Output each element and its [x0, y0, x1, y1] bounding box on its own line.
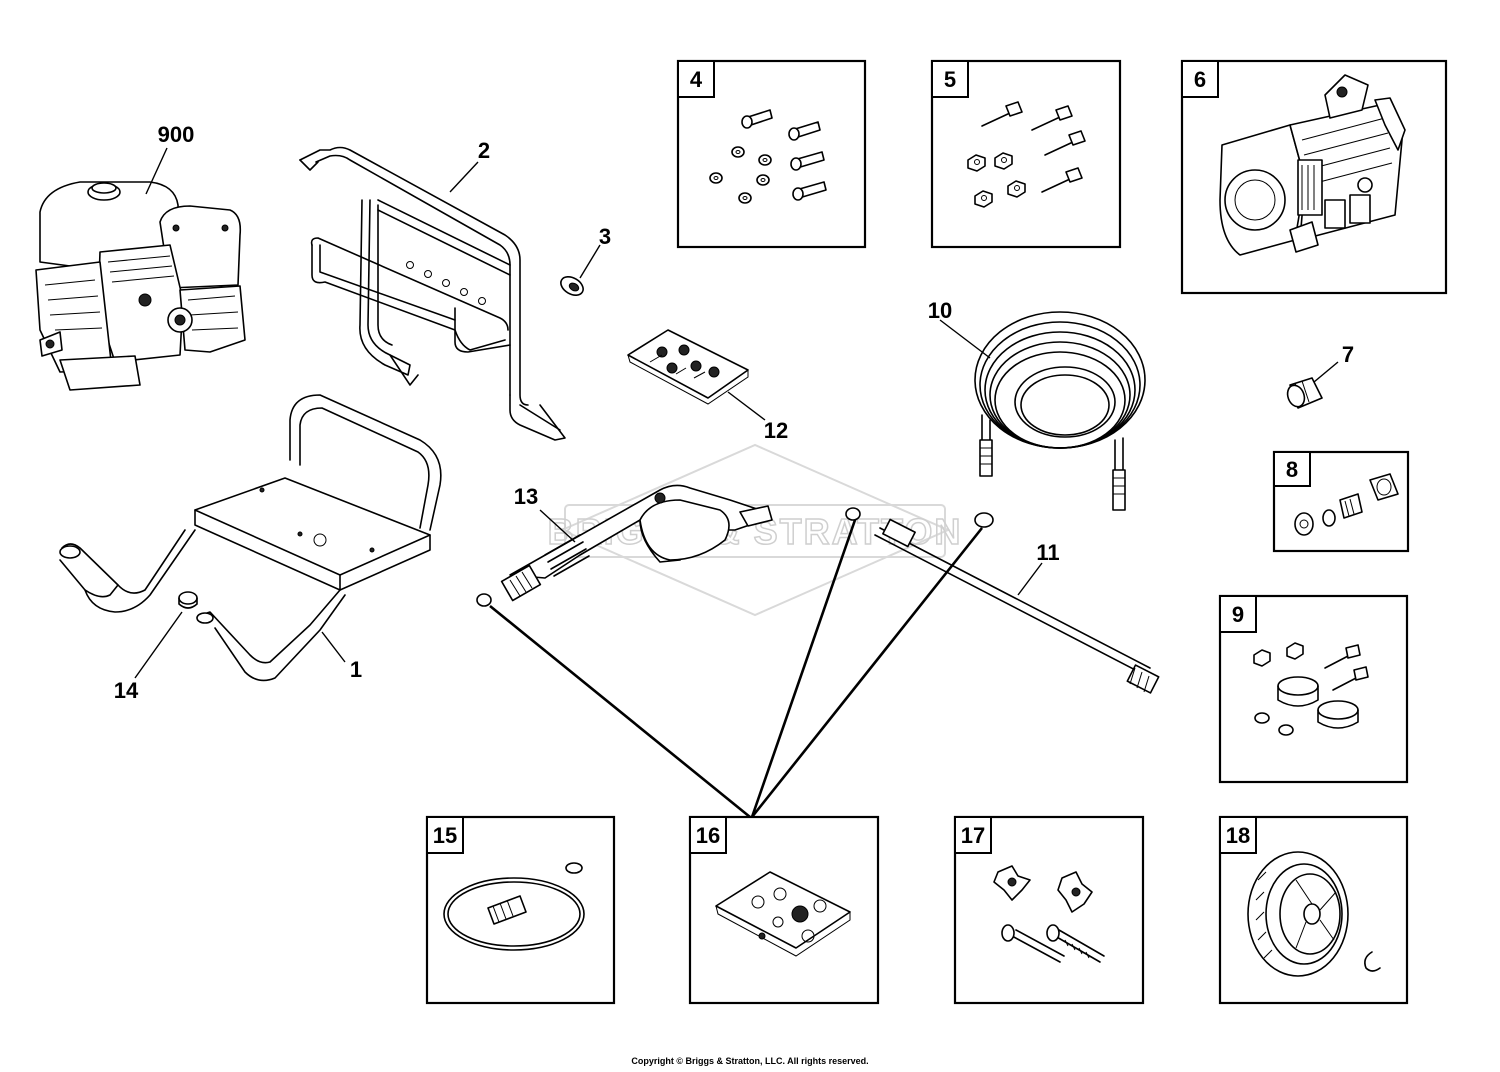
part-3-nut[interactable]: [558, 273, 587, 299]
o-ring-hose[interactable]: [974, 512, 994, 528]
part-14-cap[interactable]: [178, 591, 198, 609]
o-ring-gun[interactable]: [476, 593, 492, 607]
box-8-fittings[interactable]: 8: [1272, 450, 1410, 553]
isolator-icon: [1253, 642, 1369, 736]
part-1-base-frame[interactable]: [59, 394, 442, 682]
box-6-number: 6: [1194, 67, 1206, 92]
callout-labels: 900 2 3 12 10 7 13 11 1 14: [114, 122, 1354, 703]
wheel-icon: [1247, 851, 1381, 977]
box-8-number: 8: [1286, 457, 1298, 482]
box-15-accessory-kit[interactable]: 15: [425, 815, 616, 1005]
o-ring-lance[interactable]: [845, 507, 861, 521]
part-7-coupler[interactable]: [1285, 377, 1323, 409]
callout-1: 1: [350, 657, 362, 682]
fitting-icon: [1294, 473, 1399, 536]
box-5-number: 5: [944, 67, 956, 92]
callout-7: 7: [1342, 342, 1354, 367]
part-10-hose[interactable]: [974, 311, 1146, 511]
part-12-nozzle-kit[interactable]: [627, 329, 749, 405]
callout-13: 13: [514, 484, 538, 509]
o-ring-pack-icon: [715, 871, 851, 957]
box-16-number: 16: [696, 823, 720, 848]
box-9-isolators[interactable]: 9: [1218, 594, 1409, 784]
carriage-bolt-icon: [1001, 924, 1105, 963]
bolt-icon: [981, 101, 1086, 193]
nut-icon: [967, 152, 1026, 208]
box-18-number: 18: [1226, 823, 1250, 848]
box-5-bolts[interactable]: 5: [930, 59, 1122, 249]
callout-11: 11: [1036, 540, 1059, 565]
part-900-engine[interactable]: [35, 181, 246, 391]
callout-2: 2: [478, 138, 490, 163]
box-9-number: 9: [1232, 602, 1244, 627]
copyright-footer: Copyright © Briggs & Stratton, LLC. All …: [631, 1056, 869, 1066]
box-4-number: 4: [690, 67, 703, 92]
callout-900: 900: [158, 122, 195, 147]
callout-14: 14: [114, 678, 139, 703]
box-16-o-ring-kit[interactable]: 16: [688, 815, 880, 1005]
callout-12: 12: [764, 418, 788, 443]
screw-icon: [741, 109, 827, 201]
part-2-handle-frame[interactable]: [299, 146, 566, 441]
part-11-lance[interactable]: [874, 518, 1160, 694]
callout-10: 10: [928, 298, 952, 323]
box-6-pump[interactable]: 6: [1180, 59, 1448, 295]
o-ring-kit-icon: [443, 862, 585, 951]
washer-icon: [709, 146, 772, 204]
pump-icon: [1219, 74, 1406, 256]
box-15-number: 15: [433, 823, 457, 848]
knob-icon: [993, 865, 1093, 913]
leader-lines: [134, 147, 1339, 819]
box-17-number: 17: [961, 823, 985, 848]
box-4-screws[interactable]: 4: [676, 59, 867, 249]
part-13-spray-gun[interactable]: [500, 484, 773, 602]
box-18-wheel[interactable]: 18: [1218, 815, 1409, 1005]
box-17-knobs[interactable]: 17: [953, 815, 1145, 1005]
callout-3: 3: [599, 224, 611, 249]
